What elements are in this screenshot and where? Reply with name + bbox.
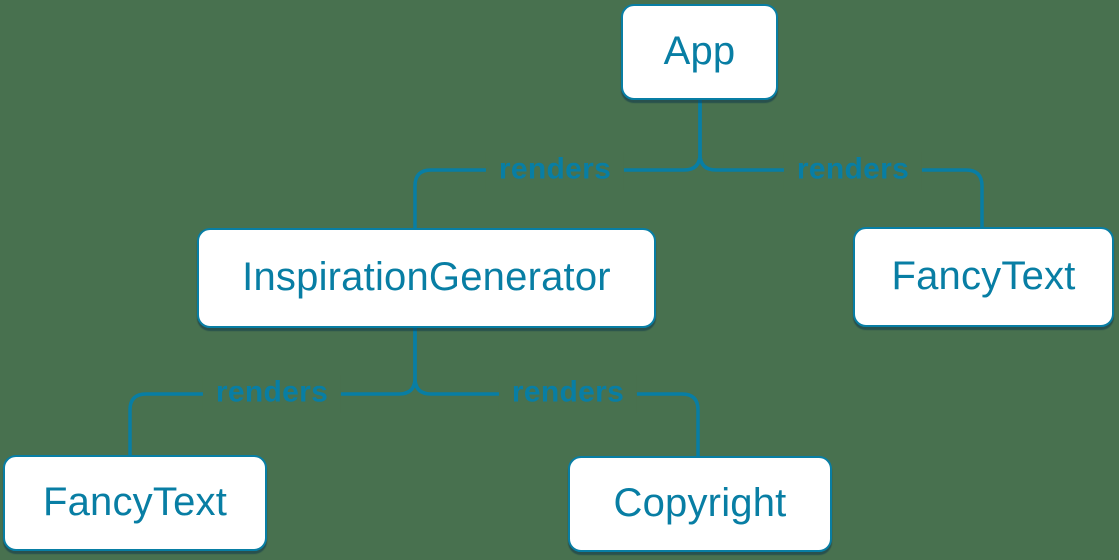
edge-label-renders-app-inspirationgenerator: renders <box>485 151 625 191</box>
edge-label-renders-inspirationgenerator-copyright: renders <box>498 374 638 414</box>
node-fancy-text-bottom-label: FancyText <box>42 480 228 524</box>
node-inspiration-generator-label: InspirationGenerator <box>242 255 611 299</box>
node-fancy-text-bottom: FancyText <box>3 455 267 551</box>
node-copyright-label: Copyright <box>613 481 787 525</box>
node-copyright: Copyright <box>568 456 832 552</box>
node-fancy-text-top: FancyText <box>853 227 1114 327</box>
edge-label-renders-app-fancytext: renders <box>783 151 923 191</box>
node-app-label: App <box>663 29 736 73</box>
node-app: App <box>621 4 778 100</box>
node-fancy-text-top-label: FancyText <box>891 254 1076 298</box>
node-inspiration-generator: InspirationGenerator <box>197 228 656 328</box>
edge-label-renders-inspirationgenerator-fancytext: renders <box>202 374 342 414</box>
